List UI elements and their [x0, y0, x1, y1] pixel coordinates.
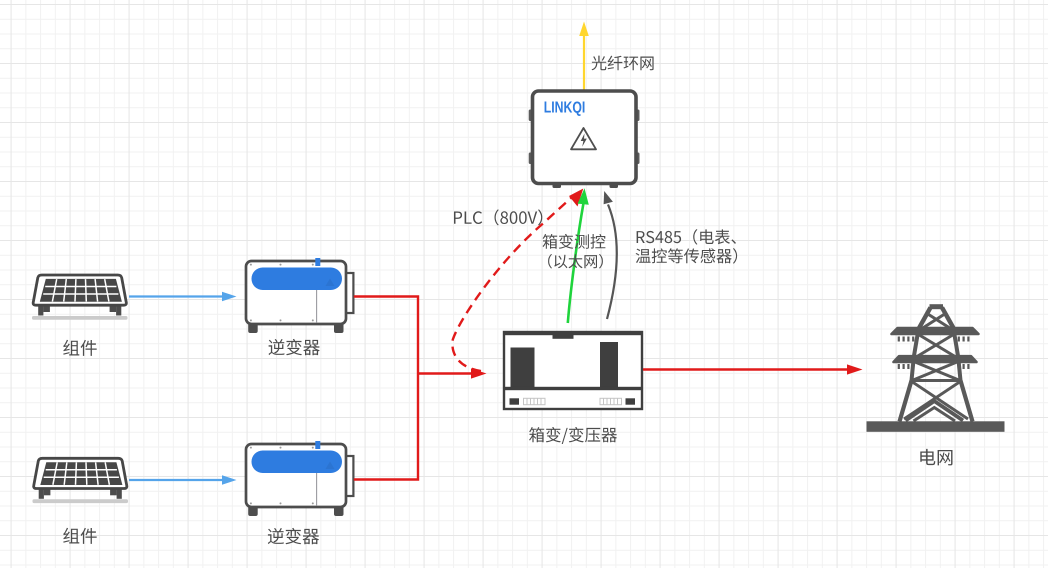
- svg-text:LINKQI: LINKQI: [544, 100, 586, 117]
